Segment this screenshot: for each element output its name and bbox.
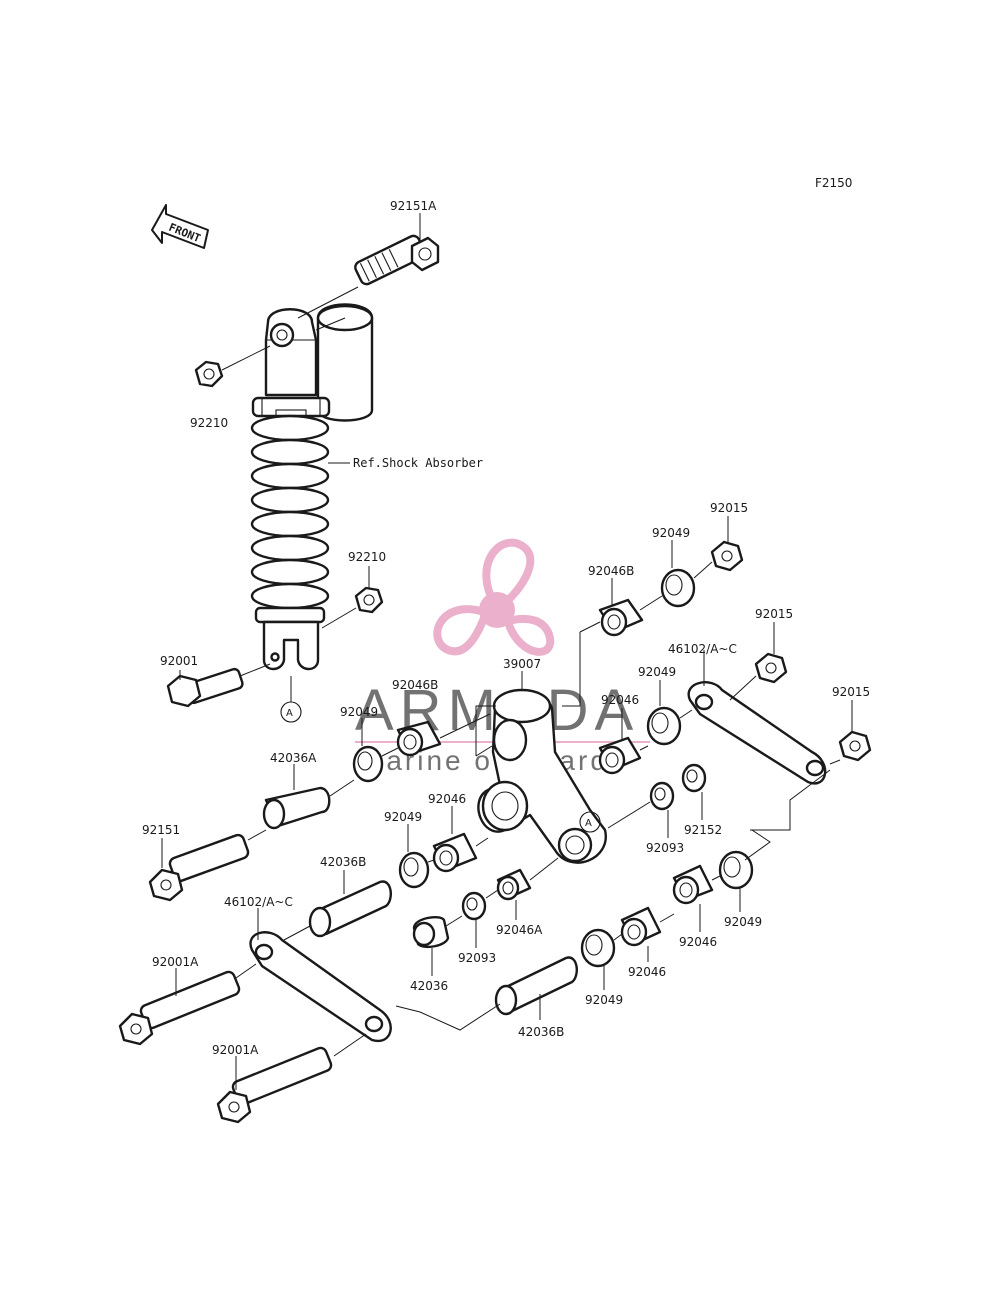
nut-92015-c xyxy=(838,730,872,762)
label-92046-c: 92046 xyxy=(679,935,717,949)
bearing-92046B-b xyxy=(396,720,442,757)
label-92001A-upper: 92001A xyxy=(152,955,199,969)
collar-42036 xyxy=(412,916,450,949)
nut-92015-b xyxy=(754,652,788,684)
sleeve-42036A xyxy=(262,786,331,830)
washer-92049-c xyxy=(352,745,384,783)
label-92210-bottom: 92210 xyxy=(348,550,386,564)
label-39007: 39007 xyxy=(503,657,541,671)
tie-rod-lower-46102 xyxy=(249,931,392,1043)
bolt-92151 xyxy=(148,833,250,902)
nut-92210-top xyxy=(194,360,224,388)
bearing-92046B-a xyxy=(598,598,644,637)
label-92046B-a: 92046B xyxy=(588,564,634,578)
label-92093-b: 92093 xyxy=(458,951,496,965)
label-92151A: 92151A xyxy=(390,199,437,213)
bolt-92001 xyxy=(166,667,244,708)
propeller-logo-icon xyxy=(433,538,555,656)
label-42036B-upper: 42036B xyxy=(320,855,366,869)
nut-92015-a xyxy=(710,540,744,572)
label-92015-a: 92015 xyxy=(710,501,748,515)
label-92049-b: 92049 xyxy=(638,665,676,679)
nut-92210-bottom xyxy=(354,586,384,614)
label-92015-c: 92015 xyxy=(832,685,870,699)
circle-a-shock: A xyxy=(286,708,293,719)
washer-92049-b xyxy=(646,706,682,746)
label-92049-a: 92049 xyxy=(652,526,690,540)
label-42036A: 42036A xyxy=(270,751,317,765)
label-92151: 92151 xyxy=(142,823,180,837)
washer-92049-e xyxy=(718,850,754,890)
ref-shock-absorber-label: Ref.Shock Absorber xyxy=(353,456,483,470)
washer-92049-f xyxy=(580,928,616,968)
label-46102-upper: 46102/A~C xyxy=(668,642,737,656)
label-46102-lower: 46102/A~C xyxy=(224,895,293,909)
seal-92152 xyxy=(681,763,707,793)
label-92046B-b: 92046B xyxy=(392,678,438,692)
label-92152: 92152 xyxy=(684,823,722,837)
label-92049-e: 92049 xyxy=(724,915,762,929)
seal-92093-b xyxy=(461,891,487,921)
label-92046-b: 92046 xyxy=(428,792,466,806)
bolt-92001A-lower xyxy=(216,1046,333,1124)
label-92046-a: 92046 xyxy=(601,693,639,707)
front-arrow-icon: FRONT xyxy=(151,204,209,249)
rocker-arm-39007 xyxy=(477,688,607,864)
circle-a-rocker: A xyxy=(585,818,592,829)
washer-92049-d xyxy=(398,851,430,889)
bearing-92046A xyxy=(496,868,532,901)
bearing-92046-b xyxy=(432,832,478,873)
label-92046-d: 92046 xyxy=(628,965,666,979)
label-92001A-lower: 92001A xyxy=(212,1043,259,1057)
label-92049-f: 92049 xyxy=(585,993,623,1007)
sleeve-42036B-lower xyxy=(494,956,578,1016)
label-42036B-lower: 42036B xyxy=(518,1025,564,1039)
seal-92093-a xyxy=(649,781,675,811)
label-42036: 42036 xyxy=(410,979,448,993)
bolt-92001A-upper xyxy=(118,970,241,1046)
label-92093-a: 92093 xyxy=(646,841,684,855)
sleeve-42036B-upper xyxy=(308,880,392,938)
bearing-92046-d xyxy=(620,906,662,947)
shock-absorber xyxy=(250,303,374,671)
label-92049-c: 92049 xyxy=(340,705,378,719)
bearing-92046-a xyxy=(598,736,642,775)
label-92001: 92001 xyxy=(160,654,198,668)
diagram-code: F2150 xyxy=(815,176,852,190)
washer-92049-a xyxy=(660,568,696,608)
bolt-92151A xyxy=(354,234,440,286)
label-92015-b: 92015 xyxy=(755,607,793,621)
tie-rod-upper-46102 xyxy=(687,681,827,785)
label-92046A: 92046A xyxy=(496,923,543,937)
label-92210-top: 92210 xyxy=(190,416,228,430)
label-92049-d: 92049 xyxy=(384,810,422,824)
bearing-92046-c xyxy=(672,864,714,905)
